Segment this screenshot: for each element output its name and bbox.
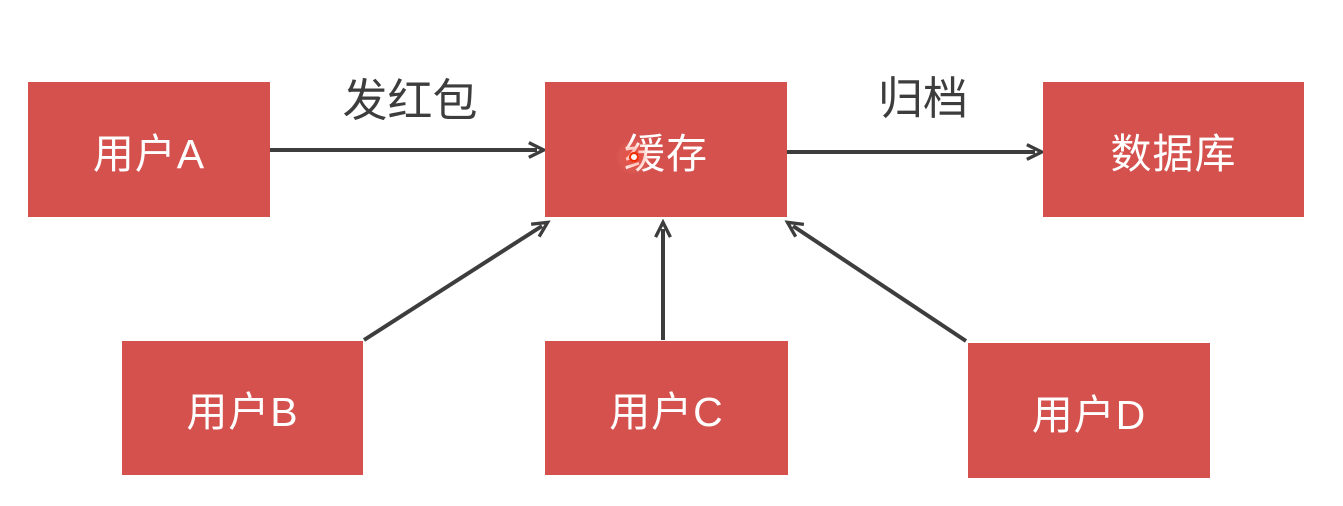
edge-label-archive: 归档 — [877, 73, 968, 124]
node-database[interactable]: 数据库 — [1043, 82, 1304, 217]
node-user-d[interactable]: 用户D — [968, 343, 1210, 478]
node-cache[interactable]: 缓存 — [545, 82, 787, 217]
arrow-user-d-to-cache — [793, 226, 968, 343]
node-user-a[interactable]: 用户A — [28, 82, 270, 217]
node-user-b[interactable]: 用户B — [122, 341, 363, 475]
arrow-user-b-to-cache — [362, 226, 542, 342]
node-user-c[interactable]: 用户C — [545, 341, 788, 475]
edge-label-send-redpacket: 发红包 — [342, 75, 478, 126]
